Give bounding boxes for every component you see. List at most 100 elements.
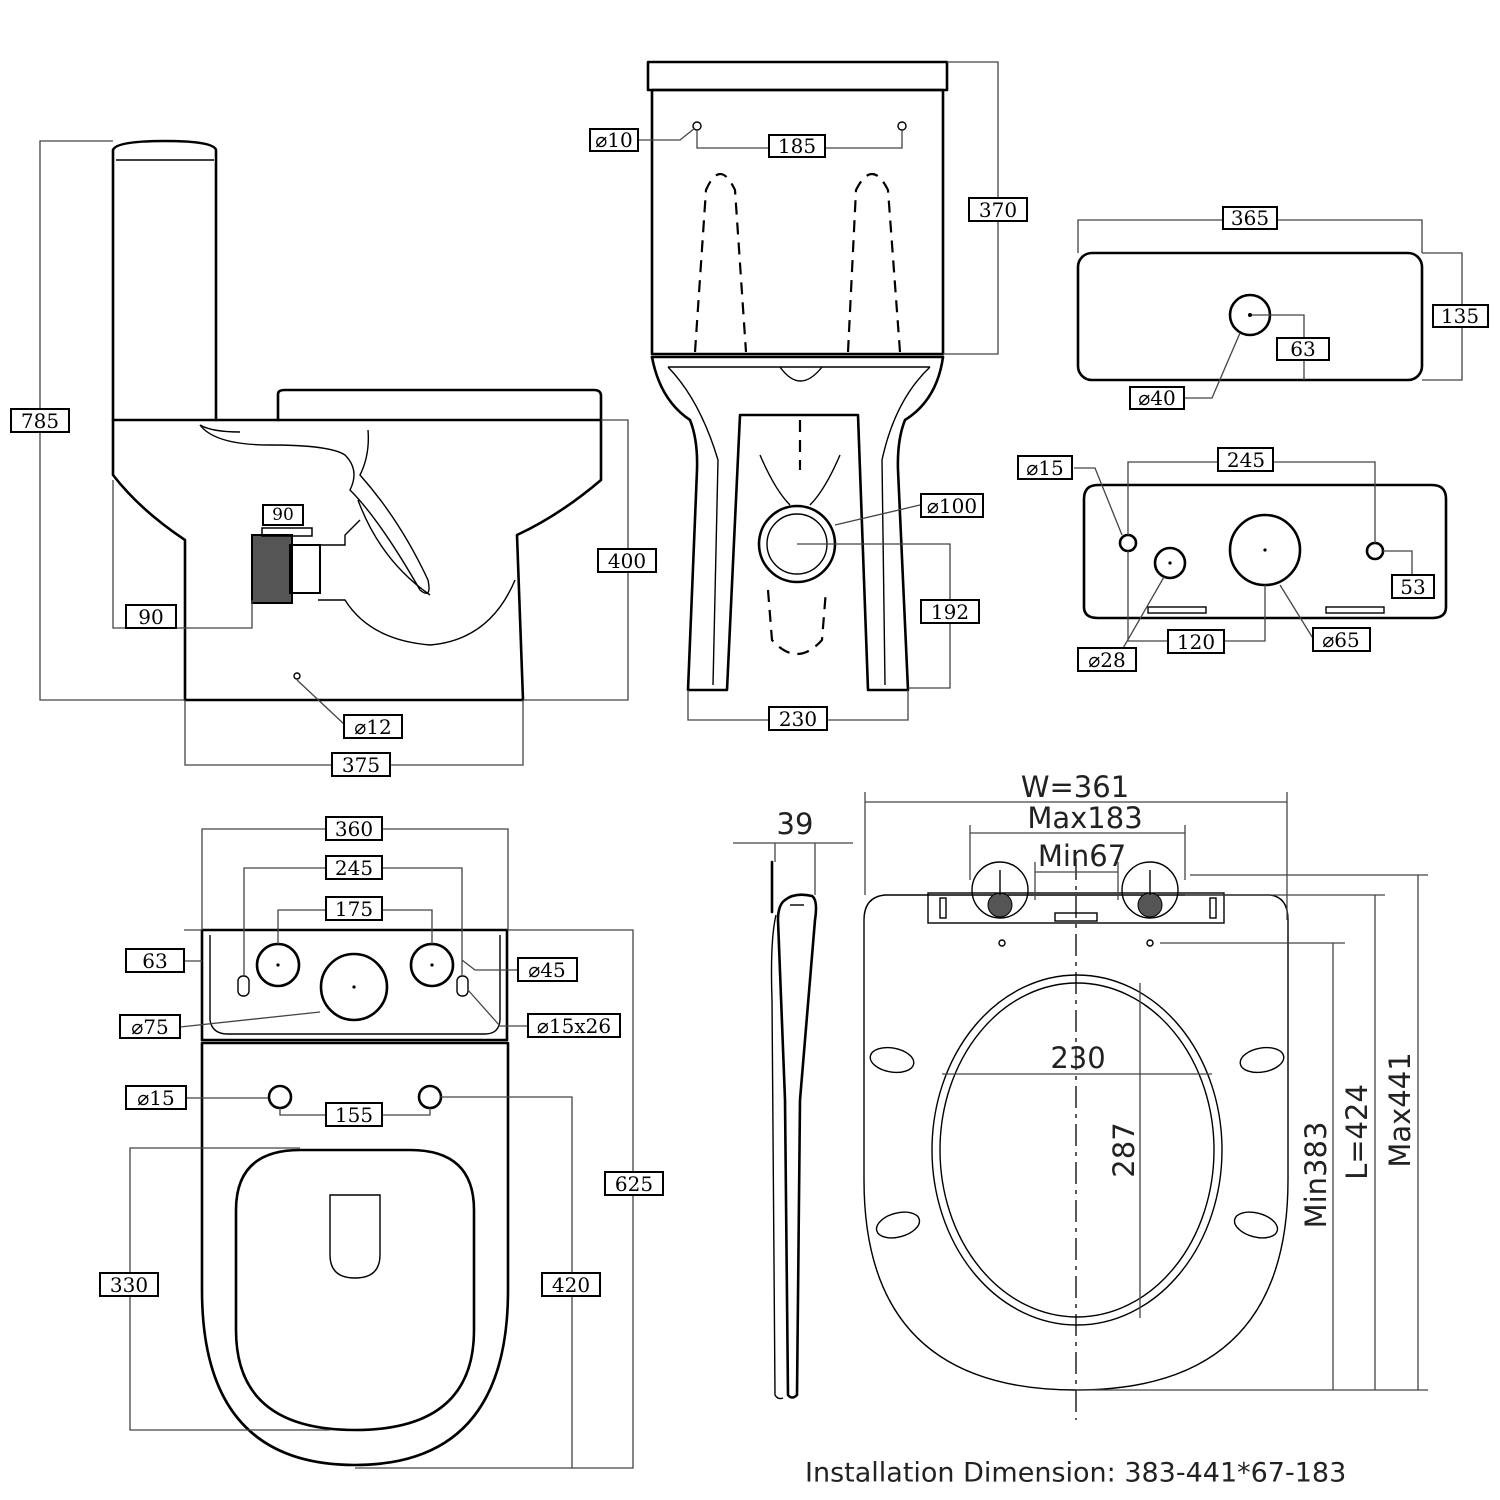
svg-text:120: 120 bbox=[1177, 630, 1215, 654]
dim-front-fix-holes: ⌀10 bbox=[589, 128, 639, 152]
dim-side-outlet-width: 90 bbox=[125, 604, 177, 629]
dim-tank-bottom-flush-hole: ⌀65 bbox=[1312, 627, 1371, 652]
dim-tank-top-button-hole: ⌀40 bbox=[1129, 386, 1185, 410]
side-tank bbox=[111, 139, 218, 422]
tank-bottom-outline bbox=[1082, 483, 1448, 620]
svg-text:90: 90 bbox=[138, 605, 163, 629]
svg-text:245: 245 bbox=[1227, 448, 1265, 472]
dim-plan-side-hole: ⌀45 bbox=[517, 957, 578, 982]
svg-text:⌀15: ⌀15 bbox=[1026, 456, 1064, 480]
dim-side-height-total: 785 bbox=[10, 408, 70, 433]
dim-plan-bowl-length-b: 420 bbox=[541, 1272, 601, 1297]
svg-text:375: 375 bbox=[342, 753, 380, 777]
seat-inner-opening bbox=[931, 974, 1223, 1326]
svg-text:420: 420 bbox=[552, 1273, 590, 1297]
seat-plan: W=361 Max183 Min67 230 287 Min383 L=424 … bbox=[863, 770, 1428, 1420]
outlet-hatch bbox=[251, 534, 293, 604]
dim-front-fix-spacing: 185 bbox=[768, 134, 826, 158]
dim-seat-thickness: 39 bbox=[777, 807, 814, 841]
svg-text:155: 155 bbox=[335, 1103, 373, 1127]
dim-plan-hole-spacing-outer: 245 bbox=[325, 855, 383, 880]
dim-plan-overall-length: 625 bbox=[604, 1171, 664, 1196]
dim-front-tank-height: 370 bbox=[968, 197, 1028, 222]
dim-tank-top-button-offset: 63 bbox=[1276, 337, 1330, 361]
svg-text:⌀75: ⌀75 bbox=[131, 1015, 169, 1039]
dim-tank-top-width: 365 bbox=[1222, 206, 1278, 230]
side-lid bbox=[276, 388, 603, 422]
svg-text:135: 135 bbox=[1441, 304, 1479, 328]
side-bowl bbox=[111, 418, 603, 702]
dim-tank-top-depth: 135 bbox=[1432, 304, 1489, 328]
svg-text:⌀65: ⌀65 bbox=[1322, 628, 1360, 652]
dim-plan-center-hole: ⌀75 bbox=[119, 1014, 181, 1039]
svg-text:370: 370 bbox=[979, 198, 1017, 222]
front-pedestal bbox=[650, 355, 945, 692]
dim-side-fix-hole: ⌀12 bbox=[343, 714, 403, 739]
svg-text:⌀45: ⌀45 bbox=[528, 958, 566, 982]
plan-view: 360 245 175 63 ⌀45 ⌀75 ⌀15x26 ⌀15 155 62… bbox=[99, 816, 664, 1469]
svg-text:63: 63 bbox=[142, 949, 167, 973]
seat-profile-shape bbox=[776, 893, 818, 1399]
dim-plan-seat-hole: ⌀15 bbox=[125, 1085, 187, 1110]
dim-tank-bottom-fix-spacing: 245 bbox=[1217, 447, 1274, 472]
svg-text:⌀15x26: ⌀15x26 bbox=[537, 1014, 611, 1038]
svg-text:⌀12: ⌀12 bbox=[354, 715, 392, 739]
dim-seat-length: L=424 bbox=[1340, 1084, 1374, 1180]
dim-plan-slot: ⌀15x26 bbox=[527, 1013, 621, 1038]
svg-text:400: 400 bbox=[608, 549, 646, 573]
side-view: 785 400 90 90 ⌀12 375 bbox=[10, 139, 657, 777]
tank-top-view: 365 135 63 ⌀40 bbox=[1076, 206, 1489, 410]
svg-text:90: 90 bbox=[272, 505, 294, 525]
tank-top-outline bbox=[1076, 251, 1424, 382]
svg-text:⌀15: ⌀15 bbox=[137, 1086, 175, 1110]
dim-plan-bowl-length-a: 330 bbox=[99, 1272, 159, 1297]
svg-text:53: 53 bbox=[1400, 575, 1425, 599]
front-tank-lid bbox=[646, 60, 949, 92]
dim-tank-bottom-side-offset: 53 bbox=[1391, 574, 1435, 599]
dim-front-outlet-dia: ⌀100 bbox=[920, 493, 984, 518]
svg-text:175: 175 bbox=[335, 897, 373, 921]
svg-text:360: 360 bbox=[335, 817, 373, 841]
dim-front-base-width: 230 bbox=[768, 706, 828, 731]
svg-text:365: 365 bbox=[1231, 206, 1269, 230]
dim-side-height-bowl: 400 bbox=[597, 548, 657, 573]
front-view: ⌀10 185 370 ⌀100 192 230 bbox=[589, 60, 1028, 731]
svg-text:63: 63 bbox=[1290, 337, 1315, 361]
svg-text:⌀28: ⌀28 bbox=[1088, 648, 1126, 672]
svg-text:⌀40: ⌀40 bbox=[1138, 386, 1176, 410]
dim-seat-min-length: Min383 bbox=[1299, 1122, 1333, 1229]
installation-caption: Installation Dimension: 383-441*67-183 bbox=[805, 1458, 1346, 1489]
seat-profile: 39 bbox=[733, 807, 853, 1400]
svg-text:330: 330 bbox=[110, 1273, 148, 1297]
dim-tank-bottom-inlet-hole: ⌀28 bbox=[1077, 647, 1137, 672]
svg-text:⌀10: ⌀10 bbox=[595, 128, 633, 152]
dim-seat-max-length: Max441 bbox=[1383, 1052, 1417, 1167]
dim-seat-min-fix: Min67 bbox=[1038, 839, 1126, 873]
dim-side-outlet-height: 90 bbox=[262, 504, 304, 526]
svg-text:185: 185 bbox=[778, 134, 816, 158]
dim-tank-bottom-fix-hole: ⌀15 bbox=[1017, 455, 1073, 480]
plan-tank-outline bbox=[200, 928, 509, 1042]
dim-side-length: 375 bbox=[331, 752, 391, 777]
plan-seat-outline bbox=[234, 1148, 476, 1432]
dim-plan-seat-hole-spacing: 155 bbox=[325, 1102, 383, 1127]
dim-plan-overall-width: 360 bbox=[325, 816, 383, 841]
dim-front-outlet-height: 192 bbox=[920, 599, 980, 624]
dim-plan-edge-offset: 63 bbox=[125, 948, 185, 973]
tank-bottom-view: ⌀15 245 53 ⌀28 120 ⌀65 bbox=[1017, 447, 1448, 672]
dim-tank-bottom-inlet-spacing: 120 bbox=[1167, 629, 1225, 654]
plan-bowl-outline bbox=[200, 1041, 510, 1467]
svg-text:230: 230 bbox=[779, 707, 817, 731]
front-tank bbox=[650, 88, 945, 356]
svg-text:785: 785 bbox=[21, 409, 59, 433]
dim-seat-inner-length: 287 bbox=[1107, 1122, 1141, 1177]
dim-seat-max-fix: Max183 bbox=[1027, 801, 1142, 835]
svg-text:625: 625 bbox=[615, 1172, 653, 1196]
dim-seat-width: W=361 bbox=[1021, 770, 1129, 804]
dim-seat-inner-width: 230 bbox=[1050, 1041, 1105, 1075]
svg-text:192: 192 bbox=[931, 600, 969, 624]
dim-plan-hole-spacing-inner: 175 bbox=[325, 896, 383, 921]
svg-text:245: 245 bbox=[335, 856, 373, 880]
svg-text:⌀100: ⌀100 bbox=[927, 494, 977, 518]
